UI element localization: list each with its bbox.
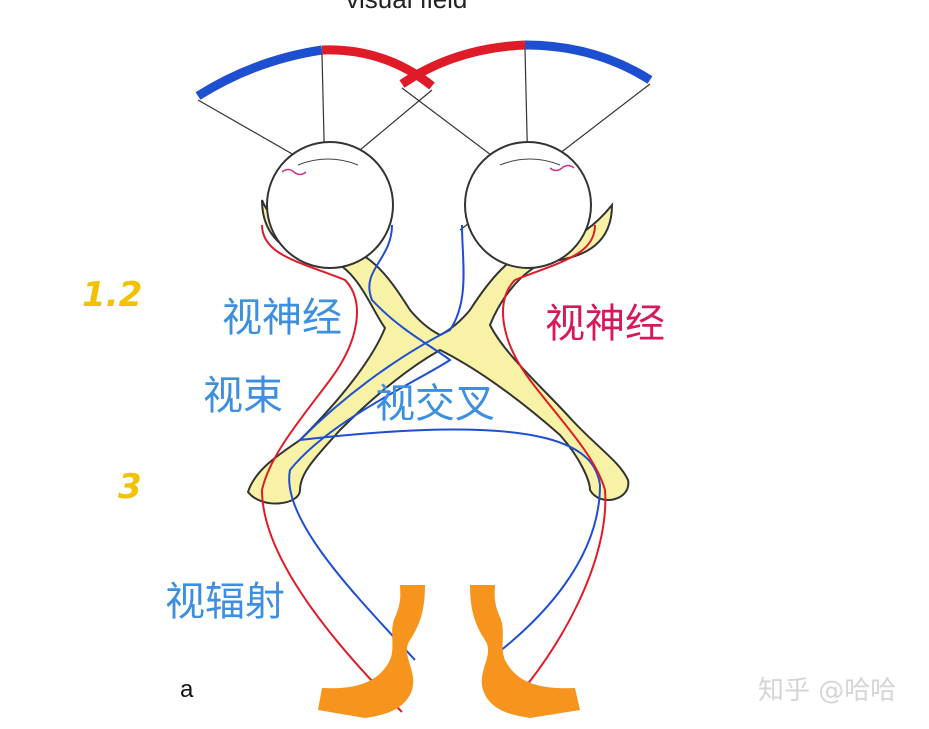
right-occipital-cortex (470, 585, 580, 718)
lens-lines (297, 158, 561, 166)
left-eyeball (266, 141, 394, 269)
right-field-nasal-arc (399, 40, 526, 88)
visual-field-title: visual field (346, 0, 467, 12)
visual-field (195, 40, 653, 100)
left-occipital-cortex (318, 585, 425, 718)
optic-chiasm-label: 视交叉 (375, 381, 495, 427)
neural-fibers (260, 224, 607, 713)
optic-tract-label: 视束 (203, 373, 283, 419)
optic-radiation-label: 视辐射 (165, 579, 285, 625)
blue-fiber-right (297, 224, 602, 656)
eye-details (281, 164, 575, 176)
watermark: 知乎 @哈哈 (758, 676, 897, 706)
red-fiber-left (260, 224, 403, 713)
optic-nerve-right-label: 视神经 (545, 301, 665, 347)
annotation-3: 3 (118, 467, 142, 507)
optic-nerve-left-label: 视神经 (222, 295, 342, 341)
annotation-1-2: 1.2 (82, 275, 143, 315)
right-field-temporal-arc (524, 40, 653, 84)
panel-letter: a (180, 676, 194, 703)
blue-fiber-left (288, 224, 452, 661)
left-field-nasal-arc (321, 45, 435, 90)
red-fiber-right (502, 224, 607, 706)
right-eyeball (464, 141, 592, 269)
left-field-temporal-arc (195, 45, 323, 100)
